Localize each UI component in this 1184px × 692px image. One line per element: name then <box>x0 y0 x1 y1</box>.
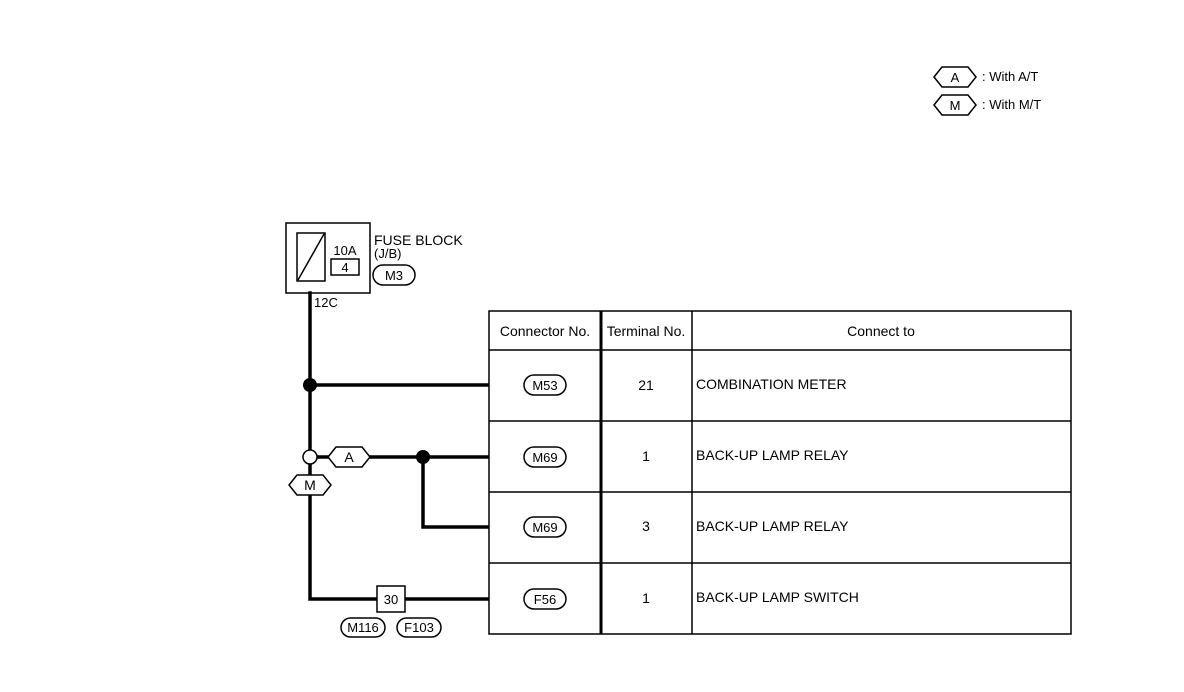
at-branch-letter: A <box>344 449 354 465</box>
table-row: M69 1 BACK-UP LAMP RELAY <box>523 446 849 468</box>
wire-to-m69-3 <box>421 455 491 529</box>
splice-dot <box>416 450 430 464</box>
table-row: M69 3 BACK-UP LAMP RELAY <box>523 516 849 538</box>
legend-at-symbol <box>933 66 977 88</box>
connector-badge <box>523 516 567 538</box>
row-terminal: 1 <box>642 590 650 606</box>
legend: A : With A/T M : With M/T <box>933 66 1041 116</box>
mt-branch-letter: M <box>304 477 316 493</box>
legend-mt-symbol <box>933 94 977 116</box>
legend-at-letter: A <box>951 70 960 85</box>
row-terminal: 1 <box>642 448 650 464</box>
row-terminal: 3 <box>642 518 650 534</box>
table-row: F56 1 BACK-UP LAMP SWITCH <box>523 588 859 610</box>
branch-point-open <box>302 449 318 465</box>
at-branch-symbol <box>327 446 371 468</box>
row-connect-to: BACK-UP LAMP RELAY <box>696 447 849 463</box>
joint-connector-box <box>376 585 406 613</box>
table-row: M53 21 COMBINATION METER <box>523 374 847 396</box>
legend-mt-letter: M <box>950 98 961 113</box>
fuse-block-title: FUSE BLOCK <box>374 232 463 248</box>
joint-connector-badge <box>340 617 386 638</box>
row-connector: F56 <box>534 592 556 607</box>
fuse-element-icon <box>297 233 325 281</box>
connector-badge <box>523 374 567 396</box>
joint-connector-label: M116 <box>347 620 379 635</box>
fuse-terminal-label: 12C <box>314 295 338 310</box>
row-connector: M53 <box>532 378 557 393</box>
joint-connector: 30 M116 F103 <box>340 585 442 638</box>
fuse-rating: 10A <box>333 243 356 258</box>
wires <box>308 291 491 601</box>
wire-mt-branch <box>308 493 379 601</box>
fuse-number-box <box>330 258 360 276</box>
legend-at-text: : With A/T <box>982 69 1038 84</box>
fuse-block-connector: M3 <box>385 268 403 283</box>
connector-badge <box>523 446 567 468</box>
table-border <box>488 310 1072 635</box>
row-connect-to: BACK-UP LAMP SWITCH <box>696 589 859 605</box>
table-header-terminal: Terminal No. <box>607 323 686 339</box>
mt-branch-symbol <box>288 474 332 496</box>
fuse-number: 4 <box>341 260 348 275</box>
row-connect-to: BACK-UP LAMP RELAY <box>696 518 849 534</box>
connector-table: Connector No. Terminal No. Connect to M5… <box>488 310 1072 635</box>
row-terminal: 21 <box>638 377 654 393</box>
fuse-block: 10A 4 FUSE BLOCK (J/B) M3 12C <box>285 222 463 310</box>
joint-connector-badge <box>396 617 442 638</box>
row-connector: M69 <box>532 520 557 535</box>
joint-connector-label: F103 <box>404 620 434 635</box>
joint-connector-terminal: 30 <box>384 592 398 607</box>
fuse-block-subtitle: (J/B) <box>374 246 401 261</box>
row-connect-to: COMBINATION METER <box>696 376 847 392</box>
table-header-connect-to: Connect to <box>847 323 915 339</box>
table-header-connector: Connector No. <box>500 323 590 339</box>
splice-dot <box>303 378 317 392</box>
connector-badge <box>523 588 567 610</box>
row-connector: M69 <box>532 450 557 465</box>
legend-mt-text: : With M/T <box>982 97 1041 112</box>
fuse-block-connector-badge <box>372 264 416 286</box>
